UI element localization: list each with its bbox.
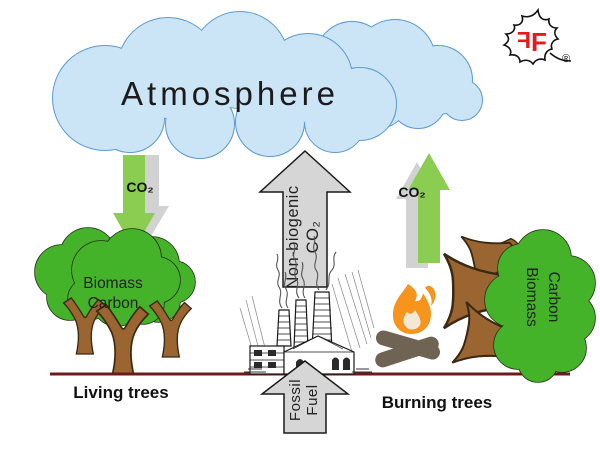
fossil-fuel-arrow: Fossil Fuel [259, 360, 351, 434]
registered-trademark: ® [562, 53, 570, 65]
burning-biomass-label-line1: Biomass [523, 267, 540, 327]
log [375, 336, 439, 368]
co2-emission-arrow: CO₂ [396, 153, 450, 268]
hatching [239, 269, 375, 353]
co2-down-arrow-green [113, 155, 155, 250]
living-trees-group: Biomass Carbon [34, 227, 196, 375]
building-texture [250, 335, 354, 368]
logo-letter-f: F [531, 27, 547, 57]
ground-scribbles [244, 368, 372, 373]
co2-up-label: CO₂ [398, 184, 425, 200]
burning-tree-group: Biomass Carbon [442, 225, 596, 383]
leaf-stem [549, 52, 572, 62]
non-biogenic-arrow: Non-biogenic CO₂ [258, 149, 352, 289]
fossil-fuel-label-line2: Fuel [304, 384, 321, 415]
burning-trees-caption: Burning trees [382, 393, 493, 412]
factory-illustration [239, 235, 375, 375]
co2-up-arrow-green [408, 153, 450, 263]
living-biomass-label-line2: Carbon [88, 295, 139, 312]
non-biogenic-arrow-shape [258, 149, 352, 288]
atmosphere-label: Atmosphere [121, 75, 339, 112]
flame-inner [403, 310, 421, 330]
burning-biomass-label-line2: Carbon [545, 272, 562, 323]
living-trees-caption: Living trees [73, 383, 168, 402]
smokestack-rings [277, 297, 332, 347]
smoke-plumes [276, 235, 337, 309]
co2-absorption-arrow: CO₂ [113, 155, 169, 250]
fossil-fuel-arrow-shape [259, 360, 351, 434]
campfire [375, 284, 441, 368]
living-biomass-label-line1: Biomass [83, 275, 143, 292]
company-logo: F F ® [502, 7, 572, 66]
logo-letter-f-mirrored: F [517, 27, 531, 53]
cloud-back [315, 19, 483, 129]
fossil-fuel-label-line1: Fossil [287, 379, 304, 421]
fallen-tree-crown [484, 229, 596, 383]
non-biogenic-label-line2: CO₂ [304, 221, 322, 254]
atmosphere-cloud: Atmosphere [52, 11, 397, 159]
co2-down-label: CO₂ [126, 179, 153, 195]
flame-icon [392, 284, 431, 334]
oak-leaf-icon [502, 7, 560, 66]
flame-flick [425, 285, 436, 306]
non-biogenic-label-line1: Non-biogenic [284, 185, 302, 288]
